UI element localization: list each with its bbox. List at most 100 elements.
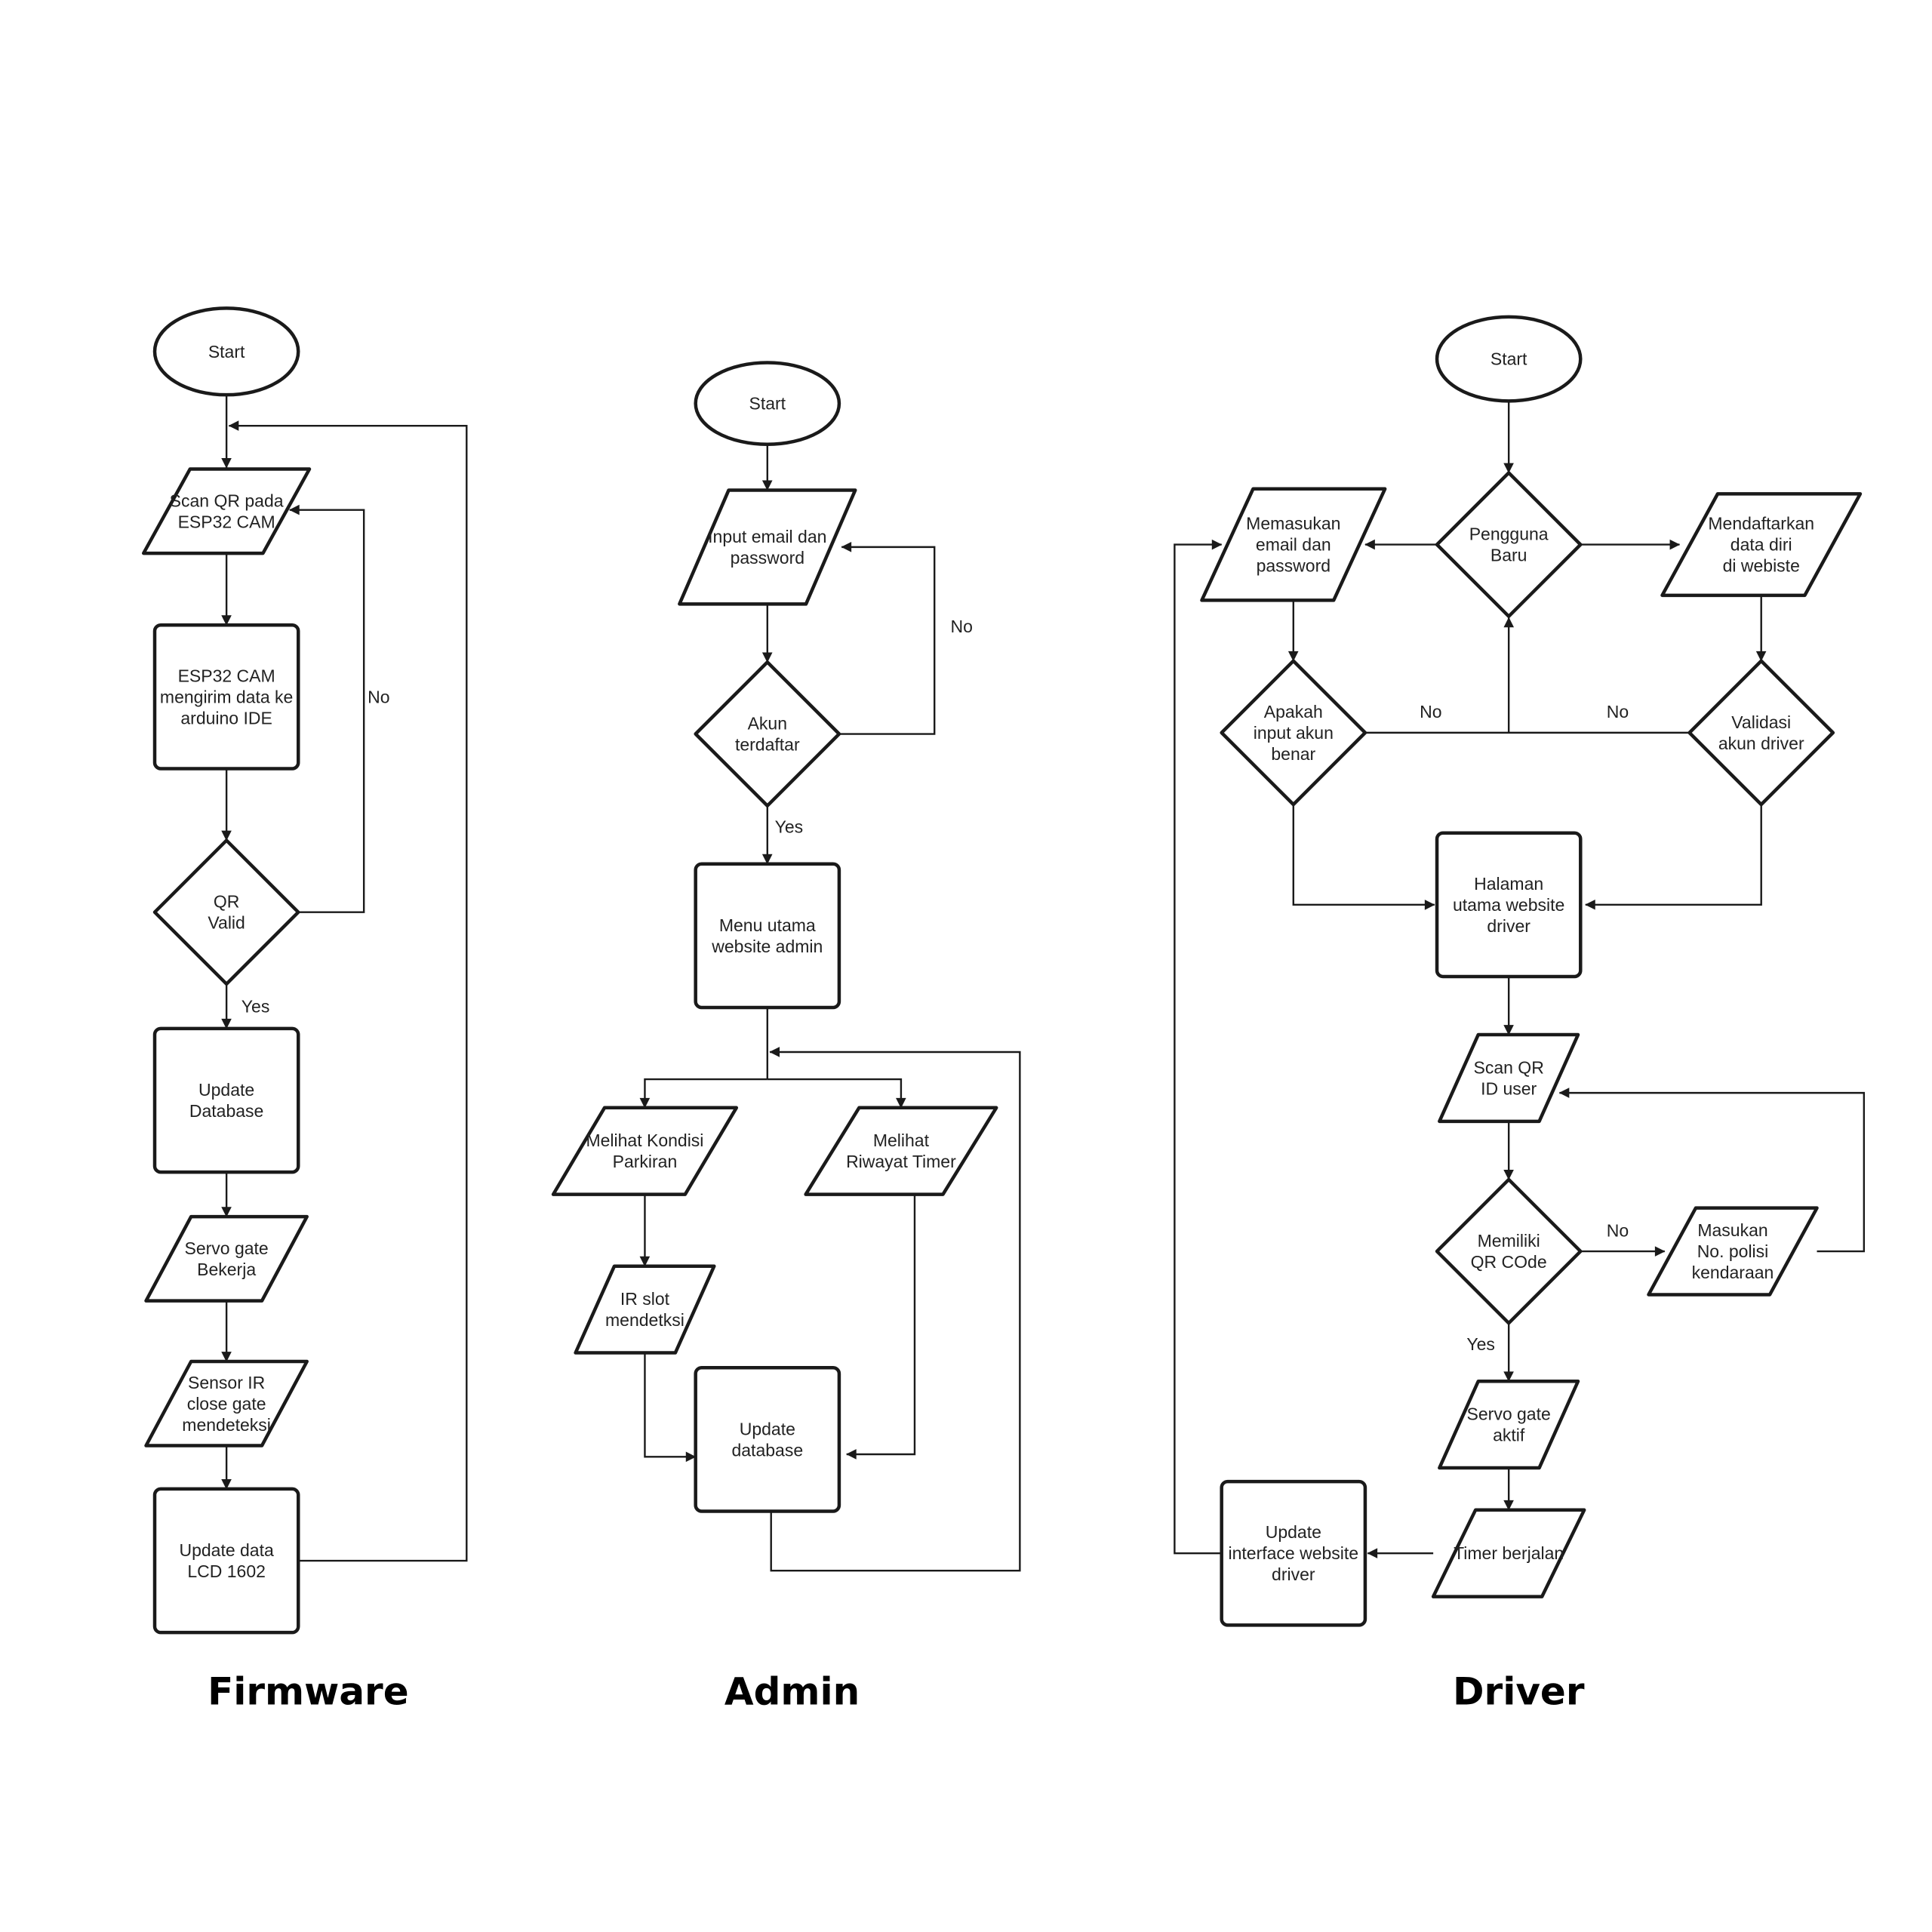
- fw-qr-valid-shape: [152, 838, 300, 986]
- fw-update-lcd-label-line: LCD 1602: [187, 1561, 266, 1581]
- fw-valid-no-loop-connector: [289, 504, 365, 913]
- ad-menu-utama-label-line: website admin: [711, 937, 823, 956]
- fw-start-label: Start: [208, 342, 245, 361]
- dr-validasi-label-line: Validasi: [1731, 712, 1791, 732]
- dr-mendaftarkan-label-line: data diri: [1730, 535, 1792, 555]
- dr-validasi-label-line: akun driver: [1718, 734, 1804, 753]
- ad-yes-label: Yes: [775, 817, 804, 837]
- ad-riwayat-timer-label-line: Riwayat Timer: [846, 1152, 956, 1171]
- dr-halaman-utama-label-line: driver: [1487, 916, 1531, 936]
- dr-halaman-utama-label-line: Halaman: [1474, 874, 1543, 894]
- dr-validasi-to-halaman-connector: [1585, 804, 1762, 910]
- dr-input-to-halaman-connector: [1292, 804, 1435, 910]
- dr-input-benar-shape: [1220, 659, 1367, 807]
- dr-mendaftarkan-shape: [1660, 492, 1863, 598]
- fw-qr-valid-label-line: QR: [214, 892, 240, 912]
- dr-scan-qr-shape: [1438, 1032, 1580, 1124]
- fw-servo-gate-label-line: Bekerja: [197, 1260, 256, 1279]
- dr-memasukan-login-label-line: Memasukan: [1246, 514, 1340, 534]
- dr-validasi-label: Validasi akun driver: [1718, 712, 1804, 753]
- ad-akun-no-loop-connector: [838, 542, 936, 735]
- ad-kondisi-parkiran-label-line: Melihat Kondisi: [586, 1131, 703, 1150]
- fw-update-db-label-line: Database: [189, 1101, 263, 1121]
- ad-no-label: No: [951, 617, 973, 636]
- dr-start-label: Start: [1491, 349, 1527, 369]
- ad-riwayat-to-update-connector: [846, 1194, 916, 1460]
- dr-timer-label-line: Timer berjalan: [1454, 1543, 1564, 1563]
- ad-update-db: Update database: [694, 1365, 841, 1513]
- fw-update-lcd-shape: [152, 1487, 300, 1635]
- ad-akun-terdaftar-shape: [694, 660, 841, 808]
- dr-yes-label: Yes: [1466, 1334, 1495, 1354]
- ad-update-db-shape: [694, 1365, 841, 1513]
- ad-update-db-label-line: database: [731, 1440, 803, 1460]
- dr-no-qr-label: No: [1607, 1220, 1629, 1240]
- ad-start-shape: [694, 361, 841, 447]
- fw-servo-gate-label-line: Servo gate: [184, 1238, 268, 1258]
- dr-start-label-line: Start: [1491, 349, 1527, 369]
- fw-start: Start: [152, 306, 300, 397]
- dr-pengguna-baru-label-line: Pengguna: [1469, 525, 1549, 544]
- dr-timer-label: Timer berjalan: [1454, 1543, 1564, 1563]
- dr-update-interface-label-line: interface website: [1229, 1543, 1359, 1563]
- dr-memasukan-login-shape: [1200, 487, 1387, 602]
- ad-input-login-label-line: password: [731, 548, 804, 568]
- ad-start-label: Start: [749, 394, 786, 414]
- ad-riwayat-timer-label-line: Melihat: [873, 1131, 930, 1150]
- dr-input-benar-label-line: Apakah: [1264, 702, 1323, 721]
- ad-start-label-line: Start: [749, 394, 786, 414]
- ad-kondisi-parkiran-shape: [551, 1106, 739, 1196]
- fw-scan-qr-shape: [141, 467, 312, 555]
- fw-servo-gate-shape: [144, 1214, 309, 1303]
- dr-timer-shape: [1431, 1508, 1586, 1598]
- dr-start-shape: [1435, 315, 1583, 403]
- fw-sensor-ir-label-line: close gate: [187, 1394, 266, 1414]
- ad-update-db-label-line: Update: [740, 1419, 795, 1438]
- ad-input-login-label-line: Input email dan: [708, 527, 826, 546]
- dr-input-benar-label-line: benar: [1271, 744, 1315, 764]
- fw-lcd-loop-connector: [228, 420, 468, 1562]
- ad-akun-terdaftar-label-line: terdaftar: [735, 735, 800, 755]
- fw-send-data-shape: [152, 623, 300, 771]
- dr-masukan-nopol-label-line: kendaraan: [1692, 1263, 1774, 1282]
- fw-update-lcd-label-line: Update data: [179, 1540, 274, 1560]
- driver-title: Driver: [1453, 1669, 1585, 1713]
- dr-servo-gate-shape: [1438, 1379, 1580, 1470]
- dr-masukan-loop-connector: [1558, 1088, 1866, 1253]
- ad-menu-utama-shape: [694, 862, 841, 1010]
- ad-input-login-shape: [678, 488, 857, 606]
- ad-input-login-label: Input email dan password: [708, 527, 826, 568]
- ad-kondisi-parkiran-label-line: Parkiran: [613, 1152, 678, 1171]
- dr-no-left-label: No: [1420, 702, 1441, 721]
- ad-start: Start: [694, 361, 841, 447]
- fw-send-data-label-line: arduino IDE: [180, 708, 272, 728]
- ad-branch-right-connector: [767, 1078, 906, 1109]
- fw-send-data-label-line: ESP32 CAM: [178, 666, 275, 685]
